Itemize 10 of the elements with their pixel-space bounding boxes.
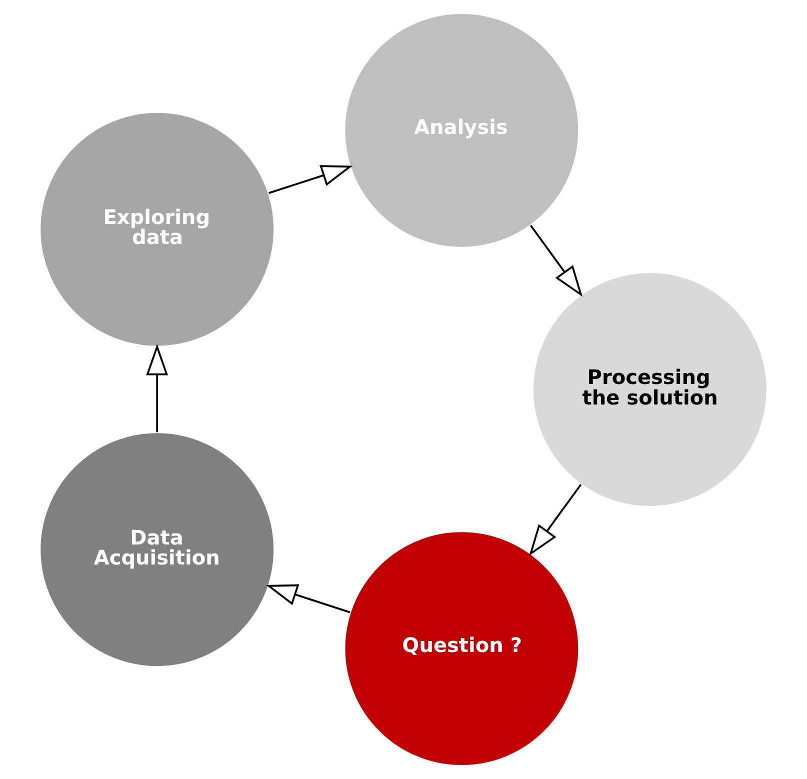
arrow (530, 224, 583, 297)
node-circle: Analysis (344, 12, 580, 248)
arrow (146, 344, 168, 432)
node-circle: Data Acquisition (39, 432, 275, 668)
arrow (268, 165, 353, 194)
arrow (529, 484, 582, 556)
node-circle: Question ? (344, 530, 580, 766)
arrow (266, 584, 350, 614)
node-circle: Exploring data (39, 112, 275, 348)
node-circle: Processing the solution (532, 272, 768, 508)
